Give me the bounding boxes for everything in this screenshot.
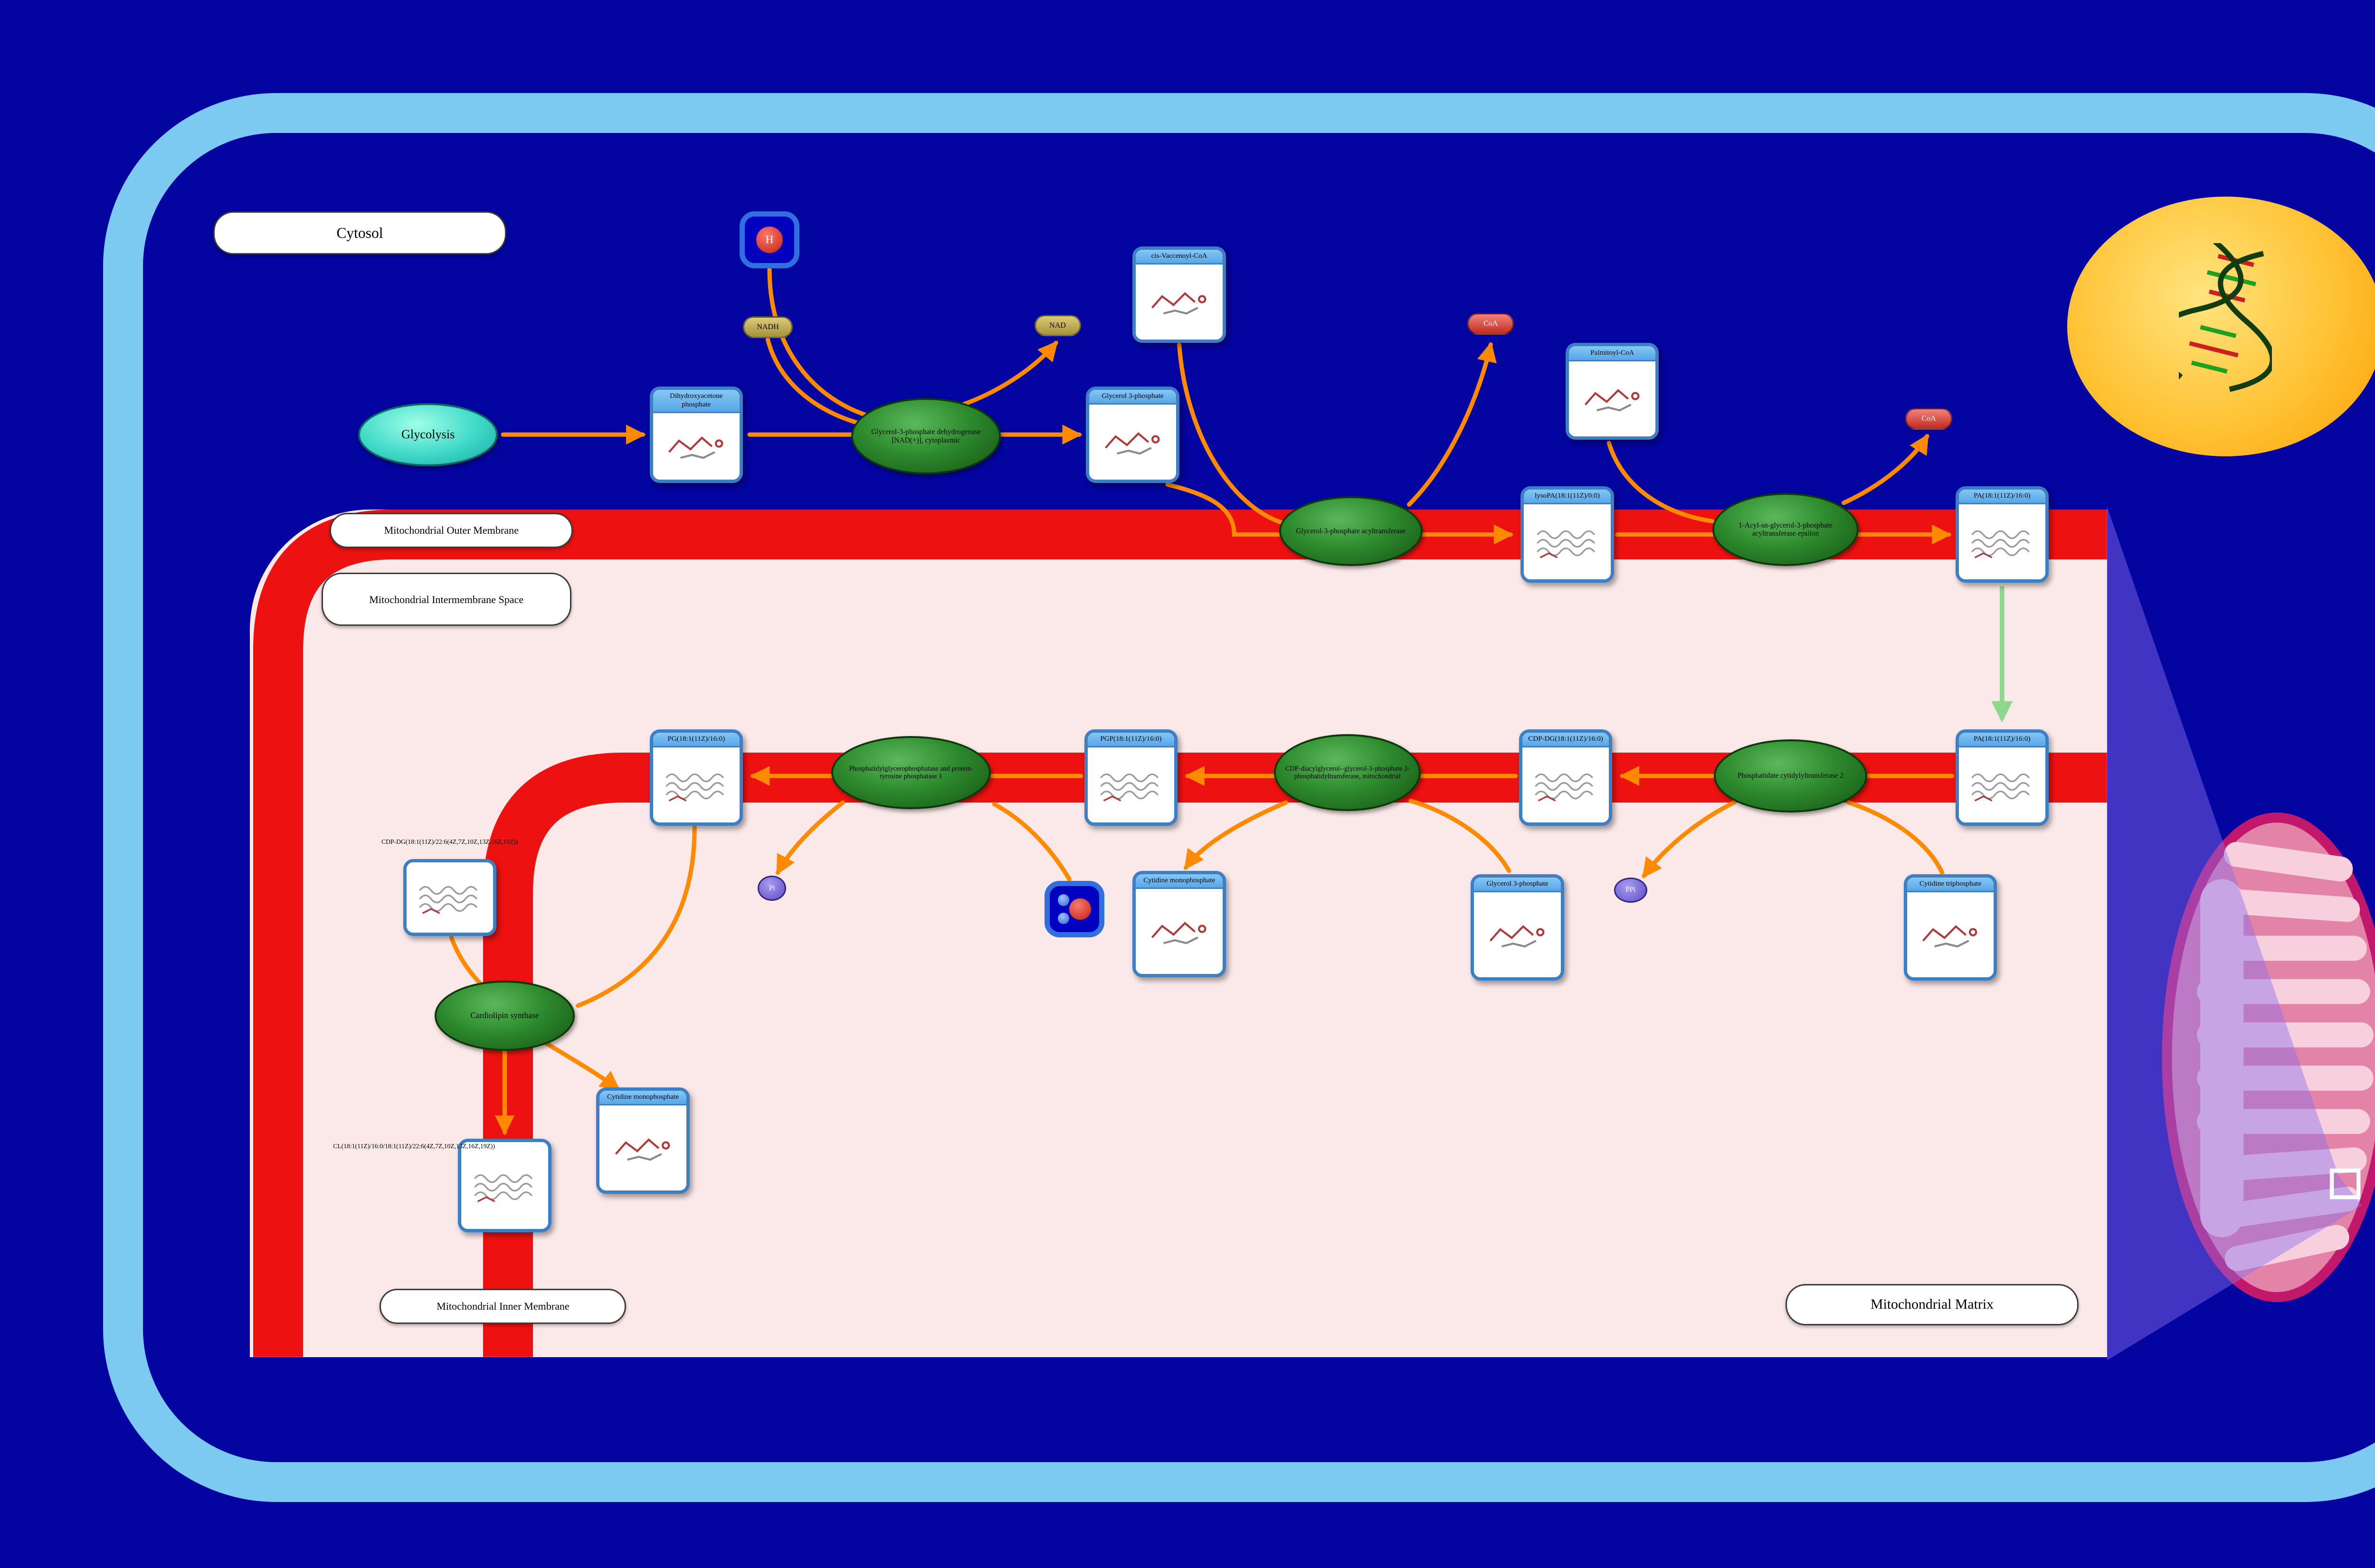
arrow-vaccenoylcoa-input bbox=[1177, 342, 1285, 525]
metabolite-box-cdpdg-16[interactable]: CDP-DG(18:1(11Z)/16:0) bbox=[1519, 729, 1613, 826]
metabolite-label: CDP-DG(18:1(11Z)/16:0) bbox=[1522, 732, 1609, 748]
enzyme-cardiolipin-synthase[interactable]: Cardiolipin synthase bbox=[435, 981, 575, 1051]
zoom-source-square bbox=[2329, 1168, 2361, 1200]
small-molecule-structure-icon bbox=[653, 413, 740, 480]
arrow-nadh-input bbox=[765, 337, 867, 427]
lipid-chain-structure-icon bbox=[406, 862, 493, 933]
metabolite-box-pa-inner[interactable]: PA(18:1(11Z)/16:0) bbox=[1955, 729, 2049, 826]
arrow-coa-output-2 bbox=[1842, 434, 1929, 505]
lipid-chain-structure-icon bbox=[1958, 747, 2045, 823]
lipid-chain-structure-icon bbox=[461, 1142, 548, 1229]
cofactor-nadh[interactable]: NADH bbox=[742, 316, 793, 338]
arrow-g3p-matrix-input bbox=[1408, 799, 1511, 873]
metabolite-box-lysopa[interactable]: lysoPA(18:1(11Z)/0:0) bbox=[1520, 486, 1614, 583]
metabolite-float-label-cdpdg2: CDP-DG(18:1(11Z)/22:6(4Z,7Z,10Z,13Z,16Z,… bbox=[381, 838, 518, 845]
metabolite-label: Glycerol 3-phosphate bbox=[1474, 877, 1561, 893]
arrow-nad-output bbox=[960, 340, 1058, 407]
metabolite-label: PG(18:1(11Z)/16:0) bbox=[653, 732, 740, 748]
arrow-ppi-output bbox=[1642, 800, 1736, 878]
metabolite-box-cardiolipin[interactable] bbox=[458, 1139, 551, 1232]
small-molecule-structure-icon bbox=[1569, 361, 1656, 436]
water-node[interactable] bbox=[1044, 880, 1104, 938]
enzyme-gpd1[interactable]: Glycerol-3-phosphate dehydrogenase [NAD(… bbox=[851, 398, 1001, 475]
proton-node[interactable]: H bbox=[739, 211, 800, 268]
metabolite-box-cdpdg-226[interactable] bbox=[403, 859, 496, 936]
metabolite-label: PA(18:1(11Z)/16:0) bbox=[1958, 732, 2045, 748]
cofactor-coa-2[interactable]: CoA bbox=[1905, 408, 1952, 430]
lipid-chain-structure-icon bbox=[1958, 504, 2045, 580]
metabolite-float-label-cl: CL(18:1(11Z)/16:0/18:1(11Z)/22:6(4Z,7Z,1… bbox=[333, 1143, 495, 1150]
metabolite-box-dhap[interactable]: Dihydroxyacetone phosphate bbox=[649, 386, 743, 483]
zoom-projection bbox=[2107, 506, 2362, 1360]
metabolite-box-pgp[interactable]: PGP(18:1(11Z)/16:0) bbox=[1084, 729, 1178, 826]
enzyme-agpat[interactable]: 1-Acyl-sn-glycerol-3-phosphate acyltrans… bbox=[1712, 492, 1859, 567]
metabolite-box-pa-outer[interactable]: PA(18:1(11Z)/16:0) bbox=[1955, 486, 2049, 583]
metabolite-label: Cytidine monophosphate bbox=[1136, 874, 1223, 889]
label-intermembrane-space: Mitochondrial Intermembrane Space bbox=[321, 573, 571, 626]
metabolite-label: PA(18:1(11Z)/16:0) bbox=[1958, 489, 2045, 505]
metabolite-label: Glycerol 3-phosphate bbox=[1089, 389, 1176, 405]
nucleus bbox=[2067, 196, 2375, 456]
arrow-pg-to-synthase bbox=[576, 825, 697, 1008]
metabolite-box-palmitoyl-coa[interactable]: Palmitoyl-CoA bbox=[1566, 343, 1659, 440]
proton-icon: H bbox=[756, 226, 783, 253]
lipid-chain-structure-icon bbox=[1522, 747, 1609, 823]
arrow-ctp-input bbox=[1846, 800, 1945, 875]
cofactor-coa-1[interactable]: CoA bbox=[1467, 313, 1514, 335]
arrow-cmp-output-1 bbox=[1184, 800, 1288, 870]
pathway-node-glycolysis[interactable]: Glycolysis bbox=[358, 403, 498, 466]
metabolite-label: Dihydroxyacetone phosphate bbox=[653, 389, 740, 413]
metabolite-box-pg[interactable]: PG(18:1(11Z)/16:0) bbox=[649, 729, 743, 826]
pathway-node-label: Glycolysis bbox=[401, 427, 455, 442]
metabolite-box-cmp-inner[interactable]: Cytidine monophosphate bbox=[596, 1087, 690, 1194]
arrow-palmitoylcoa-input bbox=[1606, 441, 1715, 524]
metabolite-label: Cytidine triphosphate bbox=[1907, 877, 1994, 893]
lipid-chain-structure-icon bbox=[1524, 504, 1611, 580]
enzyme-pgs1[interactable]: CDP-diacylglycerol--glycerol-3-phosphate… bbox=[1274, 734, 1421, 811]
metabolite-box-g3p-cytosol[interactable]: Glycerol 3-phosphate bbox=[1086, 386, 1179, 483]
cell-membrane-outline bbox=[103, 93, 2375, 1502]
mitochondrion-icon bbox=[2162, 812, 2375, 1302]
enzyme-cds2[interactable]: Phosphatidate cytidylyltransferase 2 bbox=[1714, 739, 1867, 813]
metabolite-label: cis-Vaccenoyl-CoA bbox=[1136, 249, 1223, 265]
small-molecule-structure-icon bbox=[1136, 264, 1223, 340]
cofactor-nad[interactable]: NAD bbox=[1034, 314, 1081, 337]
water-molecule-icon bbox=[1056, 894, 1092, 925]
label-outer-membrane: Mitochondrial Outer Membrane bbox=[330, 513, 573, 548]
label-inner-membrane: Mitochondrial Inner Membrane bbox=[380, 1289, 627, 1324]
cofactor-ppi[interactable]: PPi bbox=[1614, 877, 1647, 903]
lipid-chain-structure-icon bbox=[1087, 747, 1175, 823]
metabolite-label: PGP(18:1(11Z)/16:0) bbox=[1087, 732, 1175, 748]
enzyme-ptpmt1[interactable]: Phosphatidylglycerophosphatase and prote… bbox=[831, 736, 991, 810]
metabolite-box-cmp-matrix[interactable]: Cytidine monophosphate bbox=[1132, 870, 1226, 978]
metabolite-box-ctp[interactable]: Cytidine triphosphate bbox=[1903, 874, 1997, 981]
metabolite-label: Cytidine monophosphate bbox=[599, 1090, 686, 1106]
enzyme-gpat[interactable]: Glycerol-3-phosphate acyltransferase bbox=[1279, 496, 1423, 567]
inner-membrane-band bbox=[483, 752, 2107, 1357]
arrow-water-input bbox=[992, 802, 1072, 881]
small-molecule-structure-icon bbox=[1089, 404, 1176, 480]
arrow-cmp-output-2 bbox=[542, 1040, 620, 1091]
metabolite-box-cis-vaccenoyl-coa[interactable]: cis-Vaccenoyl-CoA bbox=[1132, 246, 1226, 343]
arrow-pi-output bbox=[775, 800, 845, 875]
small-molecule-structure-icon bbox=[1474, 892, 1561, 978]
arrow-coa-output-1 bbox=[1406, 341, 1497, 507]
arrow-g3p-to-lysopa bbox=[1165, 482, 1514, 545]
arrow-proton-input bbox=[767, 267, 878, 420]
small-molecule-structure-icon bbox=[1136, 889, 1223, 974]
label-cytosol: Cytosol bbox=[213, 211, 506, 255]
small-molecule-structure-icon bbox=[599, 1105, 686, 1191]
small-molecule-structure-icon bbox=[1907, 892, 1994, 978]
cofactor-pi[interactable]: Pi bbox=[758, 876, 787, 901]
lipid-chain-structure-icon bbox=[653, 747, 740, 823]
metabolite-box-g3p-matrix[interactable]: Glycerol 3-phosphate bbox=[1471, 874, 1564, 981]
metabolite-label: lysoPA(18:1(11Z)/0:0) bbox=[1524, 489, 1611, 505]
metabolite-label: Palmitoyl-CoA bbox=[1569, 346, 1656, 361]
label-matrix: Mitochondrial Matrix bbox=[1785, 1284, 2079, 1326]
